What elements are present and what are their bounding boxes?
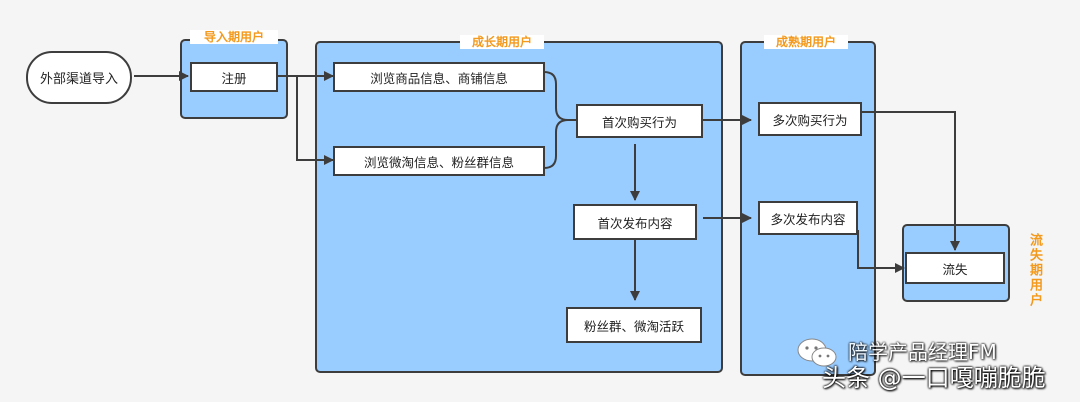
browse-weitao-node: 浏览微淘信息、粉丝群信息 [333,146,545,176]
first-post-node: 首次发布内容 [573,204,697,240]
import-stage-label: 导入期用户 [190,30,278,44]
first-purchase-node: 首次购买行为 [576,104,703,138]
edge-register-to-browse-weitao [277,75,334,165]
mature-stage-label: 成熟期用户 [764,35,848,49]
repeat-purchase-node: 多次购买行为 [758,102,862,136]
edge-repeat-purchase-to-churn [862,111,960,251]
watermark-account-name: 陪学产品经理FM [848,340,997,364]
watermark-author: 头条 @一口嘎嘣脆脆 [822,364,1046,392]
register-node: 注册 [190,62,278,92]
fans-active-node: 粉丝群、微淘活跃 [566,307,702,343]
churned-node: 流失 [905,252,1005,284]
wechat-icon [797,338,837,367]
browse-goods-node: 浏览商品信息、商铺信息 [333,62,545,92]
edge-repeat-post-to-churn [857,230,905,273]
growth-stage-label: 成长期用户 [460,35,544,49]
repeat-post-node: 多次发布内容 [758,201,858,235]
churn-stage-label: 流失期用户 [1027,232,1042,308]
source-node: 外部渠道导入 [26,51,132,104]
